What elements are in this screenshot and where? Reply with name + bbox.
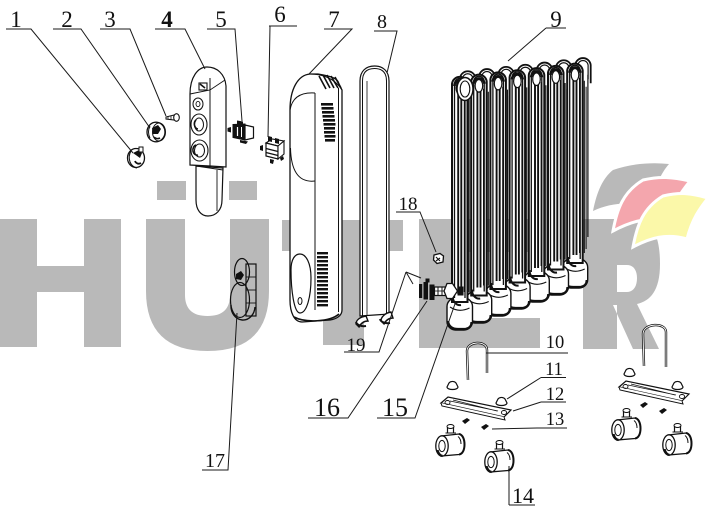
svg-text:1: 1	[10, 7, 22, 32]
svg-text:3: 3	[104, 7, 116, 32]
svg-text:13: 13	[546, 410, 565, 430]
svg-text:4: 4	[161, 7, 173, 32]
svg-text:16: 16	[314, 393, 340, 422]
svg-text:10: 10	[546, 333, 565, 353]
svg-text:17: 17	[205, 450, 225, 472]
svg-text:9: 9	[550, 7, 562, 32]
svg-text:15: 15	[382, 393, 408, 422]
svg-text:18: 18	[399, 194, 418, 215]
svg-text:5: 5	[215, 7, 227, 32]
svg-text:8: 8	[377, 11, 387, 33]
svg-text:7: 7	[328, 7, 340, 32]
svg-text:19: 19	[347, 335, 366, 356]
svg-text:14: 14	[512, 483, 534, 508]
svg-text:2: 2	[61, 7, 73, 32]
svg-text:11: 11	[545, 360, 563, 380]
svg-text:6: 6	[274, 2, 286, 27]
svg-text:12: 12	[546, 385, 565, 405]
